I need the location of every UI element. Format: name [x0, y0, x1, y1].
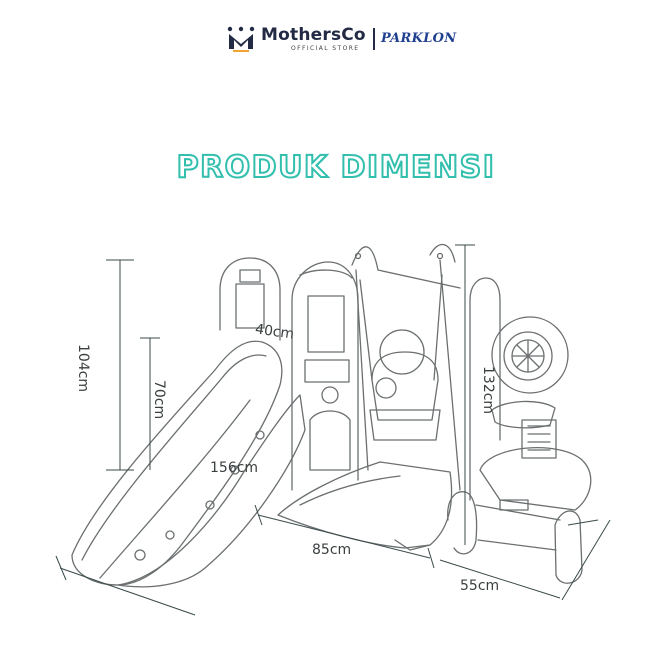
swing-frame — [355, 259, 461, 491]
dim-line-104 — [106, 259, 134, 471]
dim-line-55 — [439, 519, 599, 599]
dim-line-right — [561, 519, 611, 601]
dim-line-132 — [455, 244, 475, 545]
base-platform — [277, 461, 453, 549]
wheel-base — [479, 447, 592, 511]
brand-divider — [373, 28, 375, 50]
dim-label-104: 104cm — [75, 344, 91, 393]
brand-name: MothersCo — [261, 25, 366, 45]
swing-seat — [371, 351, 439, 421]
center-tower — [291, 261, 359, 491]
dim-label-132: 132cm — [480, 366, 496, 415]
right-tower — [469, 277, 501, 501]
brand-subtitle: OFFICIAL STORE — [291, 45, 360, 52]
parklon-logo: PARKLON — [381, 31, 457, 46]
left-tower — [219, 257, 281, 341]
dim-label-70: 70cm — [151, 380, 167, 420]
crown-icon — [227, 26, 255, 52]
dim-line-70 — [140, 337, 160, 470]
page-title: PRODUK DIMENSI — [176, 149, 496, 186]
dim-label-156: 156cm — [210, 460, 259, 476]
dim-label-85: 85cm — [312, 542, 352, 558]
mothersco-logo: MothersCo OFFICIAL STORE — [227, 26, 366, 53]
dim-line-85 — [254, 504, 435, 569]
store-header: MothersCo OFFICIAL STORE PARKLON — [0, 22, 672, 62]
dim-label-55: 55cm — [460, 578, 500, 594]
dim-line-156 — [55, 555, 196, 616]
slide-side-panel — [117, 394, 306, 588]
